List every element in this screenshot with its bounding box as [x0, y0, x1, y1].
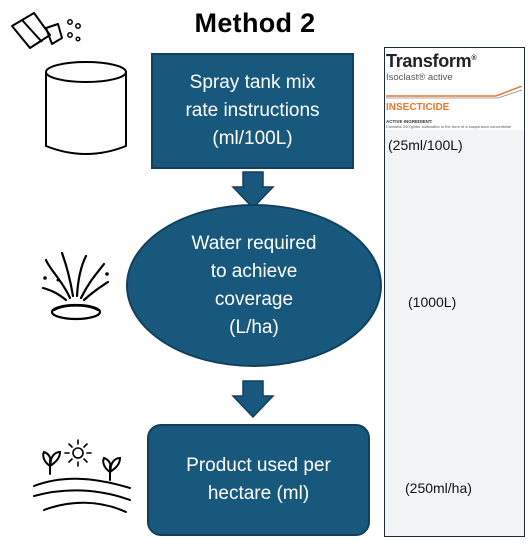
spray-nozzle-icon	[11, 12, 81, 49]
value-water: (1000L)	[408, 294, 457, 310]
down-arrow-2	[231, 380, 275, 418]
step-water-line-4: (L/ha)	[229, 316, 279, 338]
value-product: (250ml/ha)	[405, 480, 472, 496]
product-label-header	[385, 48, 524, 130]
label-swoosh-lines	[386, 86, 522, 99]
diagram-title: Method 2	[194, 8, 316, 38]
product-category: INSECTICIDE	[386, 102, 450, 113]
product-subbrand: Isoclast® active	[386, 72, 453, 83]
sun-icon	[64, 439, 92, 467]
step-mix-rate-line-1: Spray tank mix	[189, 72, 316, 93]
water-splash-icon	[41, 251, 110, 321]
step-mix-rate-line-3: (ml/100L)	[212, 128, 293, 149]
value-mix-rate: (25ml/100L)	[388, 137, 463, 153]
farm-field-icon	[33, 450, 131, 513]
active-ingredient-text: Contains 240 g/litre sulfoxaflor in the …	[386, 124, 511, 129]
step-product-box: Product used per hectare (ml)	[147, 424, 370, 536]
step-product-line-1: Product used per	[186, 455, 331, 476]
product-brand: Transform®	[386, 51, 477, 71]
step-water-line-2: to achieve	[210, 260, 298, 282]
cylinder-tank-icon	[45, 61, 127, 155]
step-water-line-3: coverage	[214, 288, 294, 310]
step-product-line-2: hectare (ml)	[207, 483, 310, 504]
step-mix-rate-line-2: rate instructions	[185, 100, 320, 121]
step-mix-rate-box: Spray tank mix rate instructions (ml/100…	[151, 53, 354, 169]
step-water-line-1: Water required	[191, 232, 317, 254]
down-arrow-1	[231, 171, 275, 209]
step-water-ellipse: Water required to achieve coverage (L/ha…	[126, 204, 382, 367]
active-ingredient-label: ACTIVE INGREDIENT:	[386, 119, 433, 124]
